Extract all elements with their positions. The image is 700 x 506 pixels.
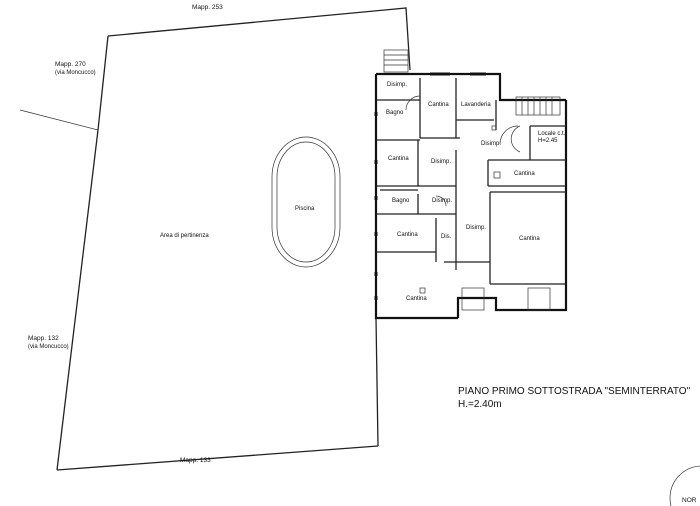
site-boundary — [19, 7, 411, 471]
garden-label: Area di pertinenza — [160, 233, 209, 239]
room-cantina-left: Cantina — [388, 156, 409, 162]
parcel-south: Mapp. 133 — [180, 457, 211, 464]
room-cantina-small: Cantina — [514, 171, 535, 177]
room-bagno-1: Bagno — [386, 110, 404, 116]
room-locale-ct: Locale c.t. — [538, 131, 566, 137]
room-disimp-right: Disimp. — [481, 141, 501, 147]
north-arrow-label: NOR — [682, 497, 697, 504]
room-cantina-mid: Cantina — [397, 232, 418, 238]
room-cantina-big: Cantina — [519, 236, 540, 242]
parcel-west-bottom-sub: (via Moncucco) — [28, 344, 69, 350]
room-lavanderia: Lavanderia — [461, 102, 491, 108]
pool-label: Piscina — [295, 206, 315, 212]
room-disimp-mid: Disimp. — [431, 159, 451, 165]
parcel-west-top-sub: (via Moncucco) — [55, 70, 96, 76]
room-disimp-lower: Disimp. — [432, 198, 452, 204]
room-dis: Dis. — [441, 234, 452, 240]
parcel-west-bottom: Mapp. 132 — [28, 335, 59, 342]
room-cantina-top: Cantina — [428, 102, 449, 108]
plan-title: PIANO PRIMO SOTTOSTRADA "SEMINTERRATO" — [458, 386, 691, 397]
parcel-west-top: Mapp. 270 — [55, 61, 86, 68]
room-locale-ct-height: H=2.45 — [538, 138, 558, 144]
north-arrow-icon: NOR — [669, 465, 700, 506]
room-disimp-top: Disimp. — [387, 82, 407, 88]
room-cantina-bottom: Cantina — [406, 296, 427, 302]
room-disimp-long: Disimp. — [466, 225, 486, 231]
parcel-north: Mapp. 253 — [192, 4, 223, 11]
pool — [271, 136, 341, 268]
building — [374, 49, 568, 320]
plan-height: H.=2.40m — [458, 399, 502, 410]
room-bagno-2: Bagno — [392, 198, 410, 204]
